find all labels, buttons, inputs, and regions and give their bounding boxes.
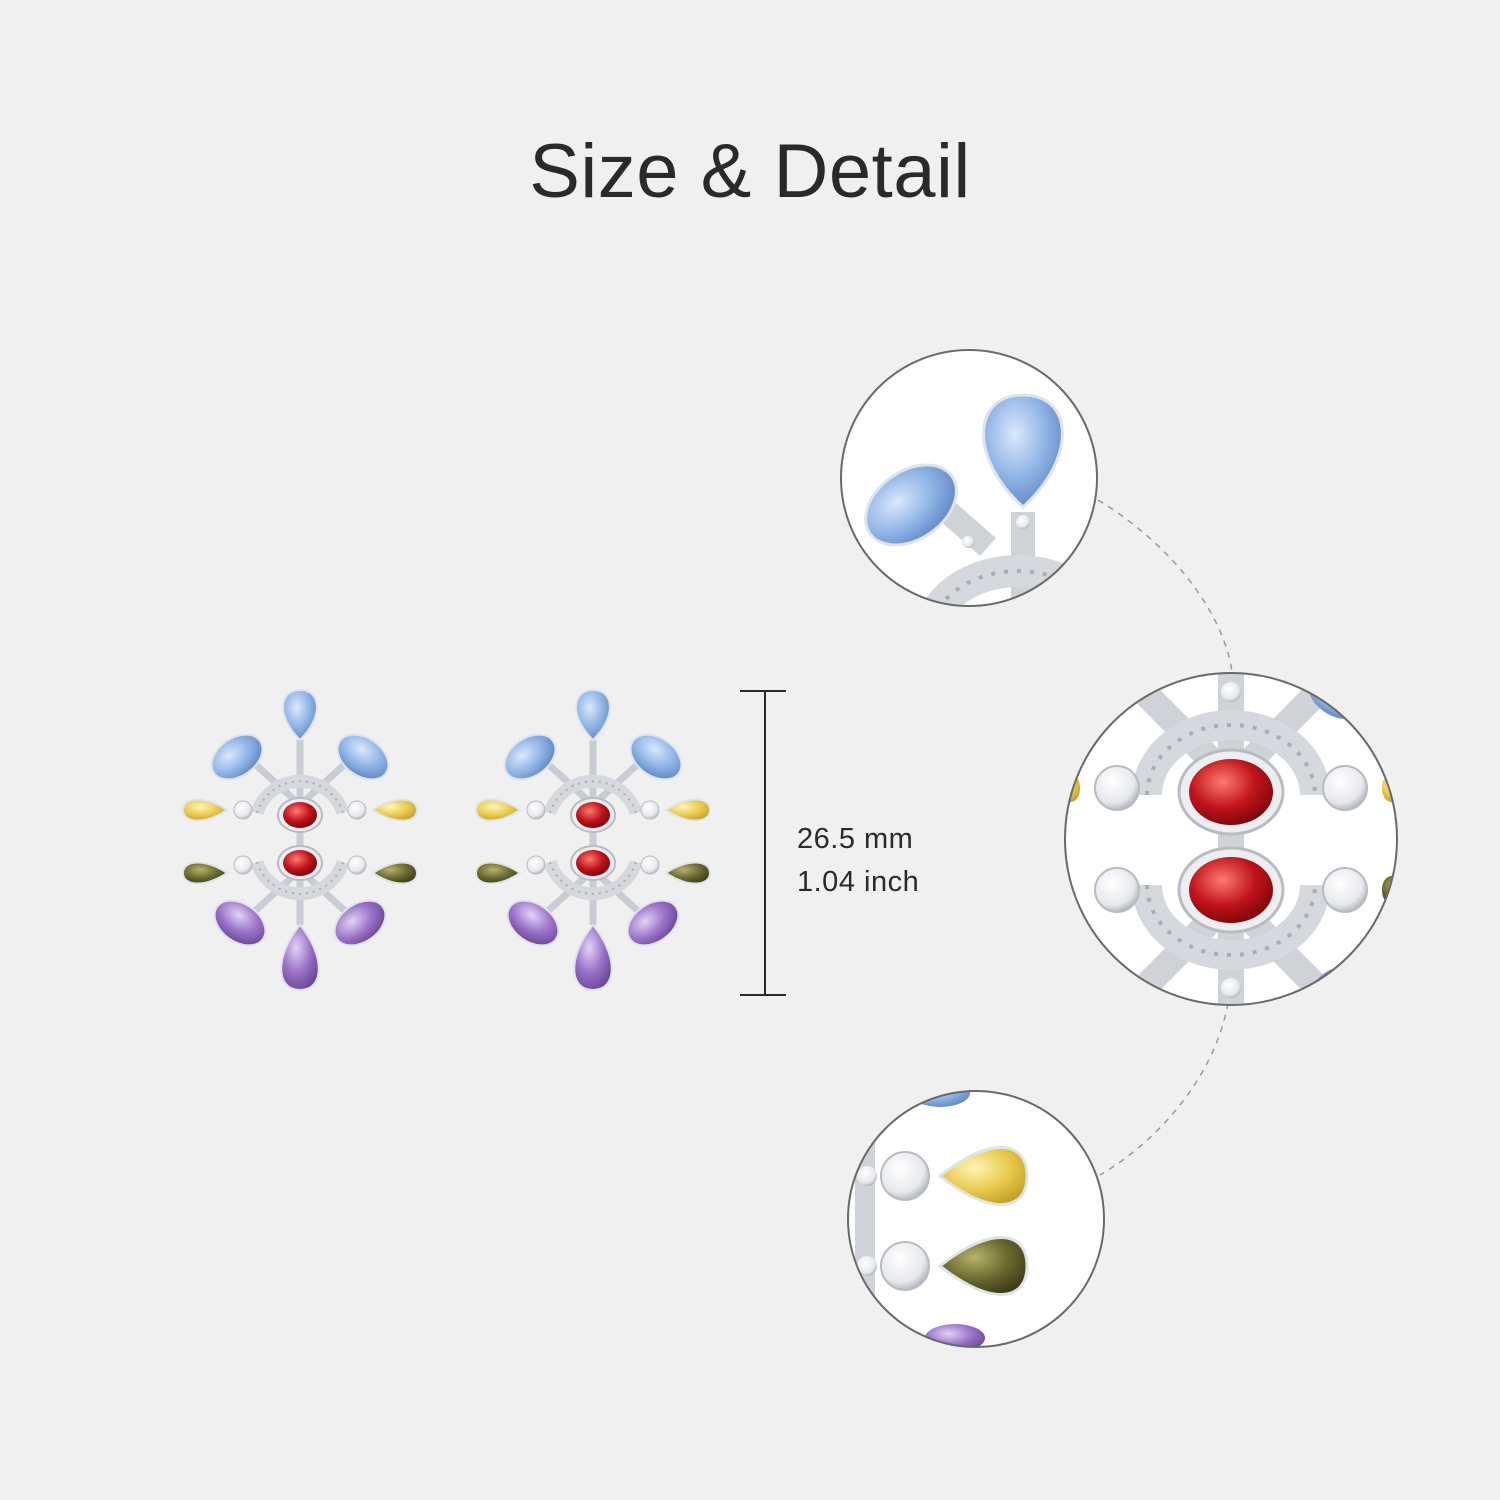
page-title: Size & Detail — [529, 129, 971, 214]
zoom-detail-center — [1064, 672, 1398, 1006]
zoom-detail-side — [847, 1090, 1105, 1348]
dimension-inch: 1.04 inch — [797, 866, 920, 898]
height-measure-bracket — [740, 690, 790, 996]
dimension-mm: 26.5 mm — [797, 823, 914, 855]
zoom-detail-top — [840, 349, 1098, 607]
